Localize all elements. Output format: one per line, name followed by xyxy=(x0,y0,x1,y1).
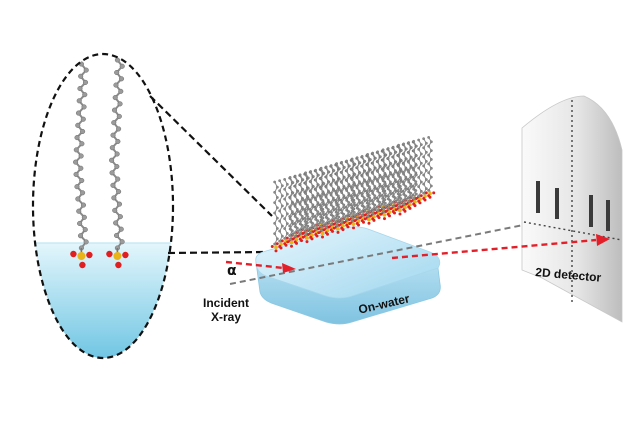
surfactant-molecule xyxy=(270,180,282,253)
surfactant-molecule xyxy=(291,174,302,245)
inset-water xyxy=(33,243,173,358)
surfactant-molecule xyxy=(379,148,390,221)
surfactant-molecule xyxy=(394,143,406,216)
surfactant-molecule xyxy=(327,164,338,233)
surfactant-molecule xyxy=(404,141,416,210)
inset-surfactant-molecule xyxy=(70,61,93,269)
diffraction-peak-3 xyxy=(589,195,593,227)
incident-beam-arrow xyxy=(282,263,296,273)
surfactant-molecule xyxy=(399,142,411,213)
surfactant-molecule xyxy=(275,179,287,250)
reference-beam-line xyxy=(229,215,569,285)
surfactant-molecule xyxy=(358,155,369,224)
incident-angle-label: α xyxy=(227,263,237,279)
surfactant-molecule xyxy=(301,171,313,244)
incident-xray-label: Incident X-ray xyxy=(198,296,254,324)
scattered-beam xyxy=(391,238,597,260)
incident-xray-label-line1: Incident xyxy=(202,296,249,310)
surfactant-molecule xyxy=(342,159,354,229)
scattered-beam-arrow xyxy=(596,234,610,246)
inset-surfactant-molecule xyxy=(106,57,129,269)
connector-line-bottom xyxy=(167,250,267,255)
diffraction-peak-2 xyxy=(555,188,559,219)
detector-screen xyxy=(521,95,623,323)
xray-beams xyxy=(225,234,610,273)
inset-ellipse xyxy=(31,52,175,360)
surfactant-molecule xyxy=(414,138,426,205)
detector-axis-horizontal xyxy=(523,221,623,241)
surfactant-molecule xyxy=(409,139,421,208)
surfactant-molecule xyxy=(368,151,380,222)
diffraction-peak-4 xyxy=(606,200,610,231)
surfactant-molecule xyxy=(317,166,328,239)
surfactant-molecule xyxy=(424,136,436,199)
surfactant-molecule xyxy=(286,176,297,248)
surfactant-molecule xyxy=(353,156,364,227)
inset-molecules xyxy=(70,57,129,269)
surfactant-molecule xyxy=(348,157,359,230)
connector-line-top xyxy=(149,95,273,217)
monolayer-film xyxy=(270,136,436,253)
surfactant-molecule xyxy=(337,160,349,232)
incident-xray-label-line2: X-ray xyxy=(210,310,242,324)
diffraction-peak-1 xyxy=(536,181,540,213)
surfactant-molecule xyxy=(280,178,292,247)
water-substrate xyxy=(255,226,441,325)
surfactant-molecule xyxy=(332,162,344,234)
surfactant-molecule xyxy=(363,153,375,225)
surfactant-molecule xyxy=(419,137,431,202)
